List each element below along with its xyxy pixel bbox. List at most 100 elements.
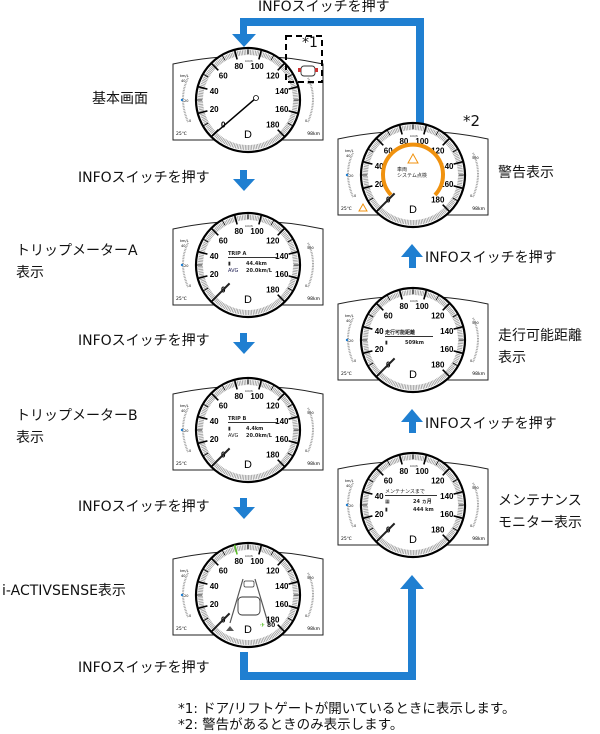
speed-unit: km/h [410,299,418,303]
dial-tick-label: 100 [250,227,264,236]
speed-unit: km/h [410,134,418,138]
dial-tick-label: 60 [219,401,228,410]
flow-label-step6: INFOスイッチを押す [425,250,557,266]
outside-temp: 25℃ [176,296,187,302]
range-readout: 98km [472,206,485,212]
right-gauge-arc [307,407,314,453]
label-iactivsense: i-ACTIVSENSE表示 [2,583,126,599]
dial-tick [221,549,226,556]
dial-tick [423,454,428,465]
dial-tick [442,467,451,476]
flow-label-step4: INFOスイッチを押す [78,660,210,676]
right-gauge-min: 0 [470,359,472,363]
dial-tick-label: 20 [210,435,219,444]
fuel-min: 0 [354,524,356,528]
right-gauge-min: 0 [305,284,307,288]
fuel-unit: km/L [345,314,354,318]
dial-tick-label: 120 [266,236,280,245]
warning-icon [407,152,419,164]
dial-tick [398,289,403,300]
trip-a-avg: 20.0km/L [246,268,272,274]
dial-tick [258,544,263,555]
dial-tick [210,62,219,71]
dial-tick [270,549,275,556]
right-gauge-max: 500 [472,321,479,325]
fuel-min: 0 [189,119,191,123]
dial-tick [277,624,286,633]
trip-a-title: TRIP A [228,251,247,257]
dial-tick [423,124,428,135]
gauge-dial: 020406080100120140160180km/hDkm/L4020025… [337,121,489,229]
label-trip-a-2: 表示 [16,265,44,281]
gauge-dial: 020406080100120140160180km/hDkm/L4020025… [172,211,324,319]
gauge-dial: 020406080100120140160180km/hDkm/L4020025… [172,541,324,649]
lead-vehicle-icon [243,580,255,588]
dial-tick-label: 100 [415,137,429,146]
dial-tick [202,73,209,78]
dial-tick-label: 180 [266,616,280,625]
dial-tick [288,580,299,585]
flow-line-step5 [409,421,416,433]
dial-tick [442,137,451,146]
dial-tick [202,403,209,408]
dial-tick-label: 140 [275,252,289,261]
dial-tick-label: 140 [440,162,454,171]
fuel-mid: 20 [349,174,353,178]
dial-tick [197,275,208,280]
dial-tick [233,214,238,225]
dial-tick-label: 120 [266,71,280,80]
range-readout: 98km [472,371,485,377]
dial-tick [288,415,299,420]
fuel-max: 40 [346,484,350,488]
dial-tick-label: 120 [266,566,280,575]
dial-tick [386,129,391,136]
label-range-1: 走行可能距離 [498,328,582,344]
gear-indicator: D [244,624,252,636]
dial-tick [435,129,440,136]
dial-tick [202,287,209,292]
fuel-unit: km/L [180,74,189,78]
warning-small-icon [358,202,368,212]
dial-tick-label: 80 [234,227,243,236]
flow-label-step1: INFOスイッチを押す [78,170,210,186]
fuel-gauge-arc [182,77,189,123]
fuel-gauge-indicator [180,98,184,102]
dial-tick [375,302,384,311]
flow-label-step5: INFOスイッチを押す [425,416,557,432]
gauge-maintenance: 020406080100120140160180km/hDkm/L4020025… [333,445,493,560]
outside-temp: 25℃ [176,626,187,632]
gear-indicator: D [244,294,252,306]
gear-indicator: D [409,204,417,216]
flow-line-top-horizontal [240,18,424,26]
dial-tick [287,568,294,573]
cruise-icon: ✈ [260,622,266,629]
warning-marker-label: *2 [463,112,481,130]
dial-tick [452,197,459,202]
right-gauge-arc [472,317,479,363]
fuel-max: 40 [181,79,185,83]
arrow-up-icon [400,575,424,589]
dial-tick-label: 160 [275,270,289,279]
dial-tick [277,459,286,468]
dial-tick [258,379,263,390]
dial-tick [362,350,373,355]
dial-tick [288,110,299,115]
dial-tick-label: 60 [384,146,393,155]
dial-tick [442,369,451,378]
outside-temp: 25℃ [176,461,187,467]
fuel-min: 0 [189,614,191,618]
speed-unit: km/h [245,389,253,393]
speed-unit: km/h [245,554,253,558]
fuel-max: 40 [346,319,350,323]
dial-tick-label: 80 [399,467,408,476]
dial-tick [288,275,299,280]
radar-icon [226,626,234,631]
range-readout: 98km [307,131,320,137]
lane-line-right [254,578,269,624]
dial-tick-label: 80 [234,62,243,71]
right-gauge-min: 0 [305,119,307,123]
gauge-dial: 020406080100120140160180km/hDkm/L4020025… [337,451,489,559]
fuel-min: 0 [354,194,356,198]
fuel-gauge-indicator [345,173,349,177]
flow-label-top: INFOスイッチを押す [258,0,390,15]
